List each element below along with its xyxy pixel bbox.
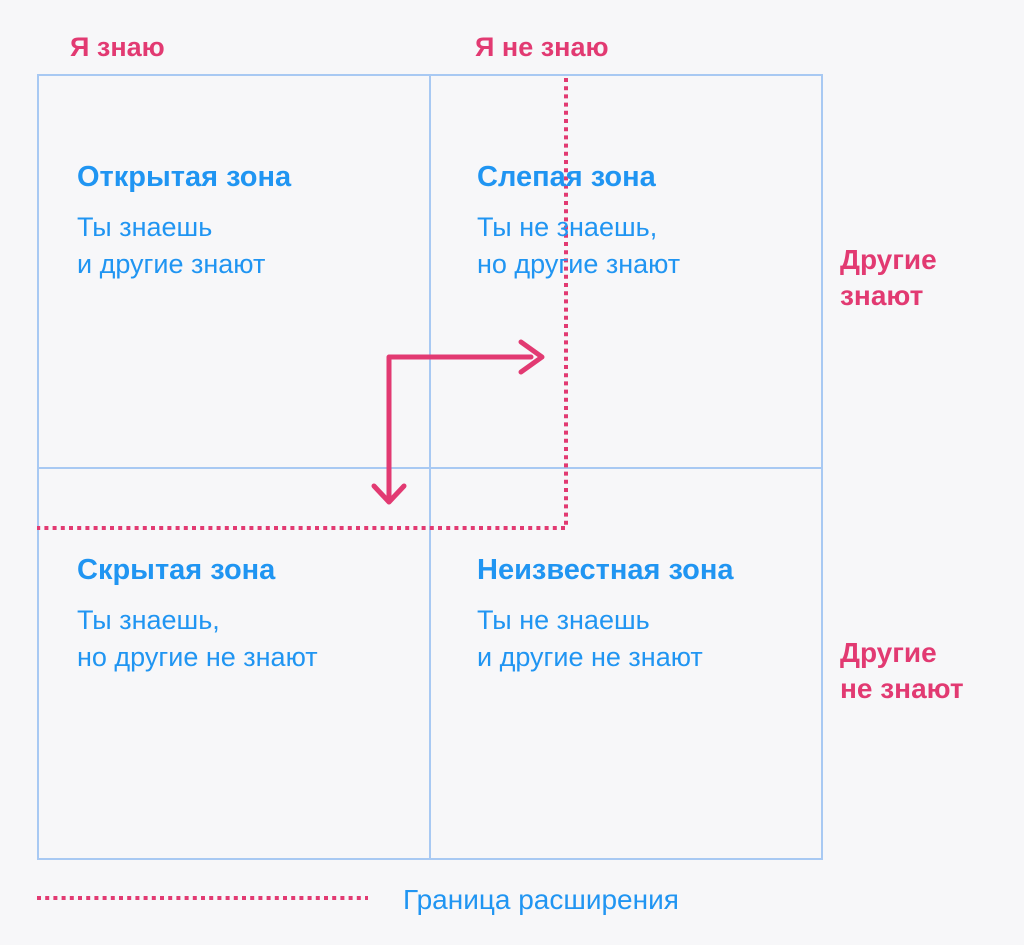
quadrant-blind-zone: Слепая зона Ты не знаешь, но другие знаю…	[477, 161, 680, 283]
open-zone-description: Ты знаешь и другие знают	[77, 209, 291, 283]
expansion-arrow-shaft	[386, 354, 534, 499]
hidden-zone-description-line1: Ты знаешь,	[77, 605, 220, 635]
open-zone-title: Открытая зона	[77, 161, 292, 193]
johari-grid	[37, 74, 823, 860]
expansion-boundary-dotted-line	[37, 78, 568, 530]
blind-zone-title: Слепая зона	[477, 161, 656, 193]
blind-zone-description-line1: Ты не знаешь,	[477, 212, 658, 242]
blind-zone-description: Ты не знаешь, но другие знают	[477, 209, 680, 283]
hidden-zone-title: Скрытая зона	[77, 554, 276, 586]
axis-label-others-know: Другие знают	[840, 242, 937, 314]
arrowhead-down-icon	[371, 483, 407, 505]
unknown-zone-title: Неизвестная зона	[477, 554, 734, 586]
arrowhead-right-icon	[518, 339, 545, 375]
axis-label-others-dont-know: Другие не знают	[840, 635, 964, 707]
expansion-arrow	[371, 339, 545, 505]
open-zone-description-line1: Ты знаешь	[77, 212, 213, 242]
hidden-zone-description: Ты знаешь, но другие не знают	[77, 602, 318, 676]
hidden-zone-description-line2: но другие не знают	[77, 642, 318, 672]
unknown-zone-description-line2: и другие не знают	[477, 642, 703, 672]
axis-label-others-dont-know-line1: Другие	[840, 637, 937, 668]
axis-label-others-know-line2: знают	[840, 280, 924, 311]
quadrant-open-zone: Открытая зона Ты знаешь и другие знают	[77, 161, 291, 283]
axis-label-i-know: Я знаю	[70, 32, 165, 62]
blind-zone-description-line2: но другие знают	[477, 249, 681, 279]
axis-label-others-know-line1: Другие	[840, 244, 937, 275]
quadrant-hidden-zone: Скрытая зона Ты знаешь, но другие не зна…	[77, 554, 318, 676]
unknown-zone-description: Ты не знаешь и другие не знают	[477, 602, 734, 676]
axis-label-i-dont-know: Я не знаю	[475, 32, 609, 62]
unknown-zone-description-line1: Ты не знаешь	[477, 605, 650, 635]
legend-label: Граница расширения	[403, 884, 679, 915]
open-zone-description-line2: и другие знают	[77, 249, 266, 279]
quadrant-unknown-zone: Неизвестная зона Ты не знаешь и другие н…	[477, 554, 734, 676]
axis-label-others-dont-know-line2: не знают	[840, 673, 964, 704]
